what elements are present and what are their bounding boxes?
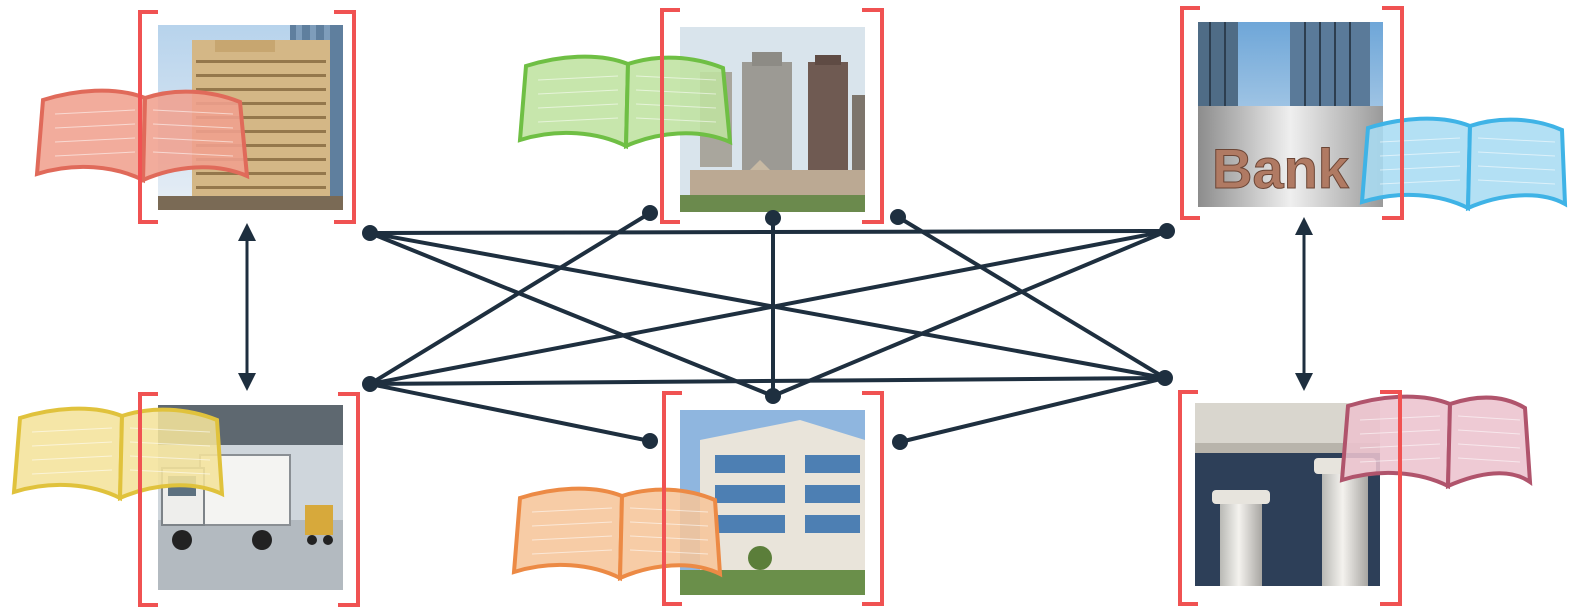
ledger-book-icon — [11, 406, 225, 502]
glass-office-photo — [680, 410, 865, 595]
dot — [1157, 370, 1173, 386]
dot — [642, 433, 658, 449]
node-glass-office — [511, 391, 884, 606]
bracket-right — [334, 10, 356, 224]
node-office-tower — [34, 10, 356, 224]
bracket-left — [1180, 6, 1200, 220]
bracket-left — [662, 391, 682, 606]
dot — [642, 205, 658, 221]
dot — [765, 388, 781, 404]
link-tc-br — [896, 215, 1167, 380]
ledger-book-icon — [511, 486, 723, 582]
connection-lines — [368, 211, 1169, 444]
bracket-right — [338, 392, 360, 607]
bracket-left — [138, 10, 158, 224]
link-tc-bl — [368, 211, 652, 386]
link-bl-bc — [368, 382, 652, 443]
dot — [765, 210, 781, 226]
node-city-skyline — [517, 8, 884, 224]
link-tl-bc — [368, 231, 775, 398]
bracket-right — [862, 8, 884, 224]
link-bl-br — [368, 376, 1167, 386]
bracket-left — [138, 392, 158, 607]
bracket-left — [1178, 390, 1198, 606]
ledger-book-icon — [34, 88, 250, 184]
dot — [892, 434, 908, 450]
ledger-book-icon — [517, 54, 733, 150]
link-tl-tr — [368, 229, 1169, 235]
link-tr-bl — [368, 229, 1169, 386]
dot — [362, 376, 378, 392]
link-tr-bc — [771, 229, 1169, 398]
connection-dots — [362, 205, 1175, 450]
dot — [362, 225, 378, 241]
ledger-book-icon — [1339, 394, 1533, 490]
bracket-left — [660, 8, 680, 224]
dot — [1159, 223, 1175, 239]
ledger-book-icon — [1359, 116, 1568, 212]
link-bc-br — [898, 376, 1167, 444]
dot — [890, 209, 906, 225]
node-bank: Bank — [1180, 6, 1568, 220]
bank-sign-text: Bank — [1212, 137, 1350, 200]
office-tower-photo — [158, 25, 343, 210]
link-tl-br — [368, 231, 1167, 380]
node-columns — [1178, 390, 1533, 606]
bank-sign-photo: Bank — [1198, 22, 1383, 207]
bracket-right — [862, 391, 884, 606]
node-logistics — [11, 392, 360, 607]
bracket-right — [1382, 6, 1404, 220]
bracket-right — [1380, 390, 1402, 606]
